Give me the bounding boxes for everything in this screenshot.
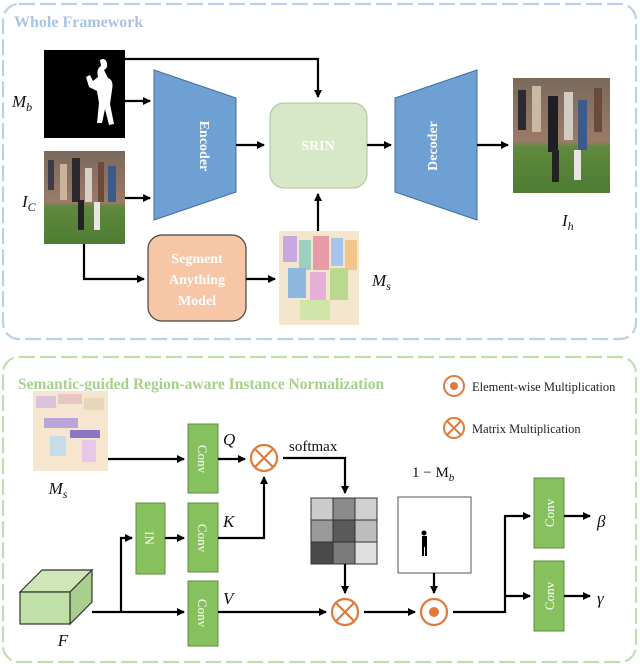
arrow-matmul-to-softmax-grid — [283, 456, 349, 494]
legend-matrix — [443, 417, 465, 439]
inverse-mask-image — [397, 496, 472, 574]
label-beta: β — [596, 512, 606, 531]
mask-image-mb — [44, 50, 125, 138]
label-ms-bottom: Ms — [48, 479, 68, 501]
legend-elementwise — [443, 375, 465, 397]
arrow-ic-to-sam — [82, 244, 145, 283]
arrow-mb-to-srin — [125, 57, 322, 98]
conv-block-v — [187, 580, 219, 647]
encoder-label: Encoder — [196, 121, 211, 172]
arrow-conv-k-to-matmul — [218, 476, 268, 540]
sam-label-line2: Anything — [169, 273, 225, 288]
arrow-f-to-in — [119, 534, 133, 612]
conv-label-beta: Conv — [542, 498, 557, 527]
label-v: V — [223, 589, 236, 608]
elementwise-mult-op — [419, 597, 449, 627]
legend-elementwise-label: Element-wise Multiplication — [472, 380, 616, 394]
srin-detail-title: Semantic-guided Region-aware Instance No… — [18, 376, 384, 393]
arrow-to-conv-beta — [453, 512, 531, 614]
in-label: IN — [142, 531, 157, 545]
sam-label-line3: Model — [178, 294, 216, 309]
segmentation-map-ms-bottom — [33, 391, 108, 471]
label-ih: Ih — [561, 211, 574, 233]
conv-label-v: Conv — [195, 599, 210, 628]
label-q: Q — [223, 430, 235, 449]
decoder-block — [394, 69, 478, 221]
attention-map-grid — [310, 497, 378, 565]
matrix-mult-op-2 — [330, 597, 360, 627]
decoder-label: Decoder — [426, 121, 441, 171]
conv-label-k: Conv — [195, 524, 210, 553]
srin-label: SRIN — [301, 139, 334, 154]
label-softmax: softmax — [289, 439, 338, 455]
label-ic: IC — [21, 192, 37, 214]
conv-label-gamma: Conv — [542, 581, 557, 610]
encoder-block — [153, 69, 237, 221]
top-connections — [82, 57, 509, 283]
label-one-minus-mb: 1 − Mb — [412, 465, 455, 484]
whole-framework-panel — [1, 2, 638, 341]
segmentation-map-ms-top — [279, 231, 359, 325]
conv-block-k — [187, 502, 219, 573]
label-ms-top: Ms — [371, 271, 391, 293]
input-image-ic — [44, 151, 125, 244]
matrix-mult-op-1 — [249, 443, 279, 473]
feature-cube-f — [18, 568, 94, 626]
in-block — [135, 502, 166, 575]
output-image-ih — [513, 78, 610, 193]
conv-label-q: Conv — [195, 445, 210, 474]
conv-block-q — [187, 423, 219, 494]
sam-label-line1: Segment — [171, 252, 223, 267]
label-k: K — [222, 512, 236, 531]
whole-framework-title: Whole Framework — [14, 14, 143, 31]
conv-block-beta — [533, 477, 565, 549]
label-mb: Mb — [11, 92, 32, 114]
label-f: F — [57, 631, 69, 650]
bottom-connections — [92, 455, 591, 616]
srin-detail-panel — [1, 355, 638, 664]
conv-block-gamma — [533, 560, 565, 632]
label-gamma: γ — [597, 589, 605, 608]
legend-matrix-label: Matrix Multiplication — [472, 422, 581, 436]
